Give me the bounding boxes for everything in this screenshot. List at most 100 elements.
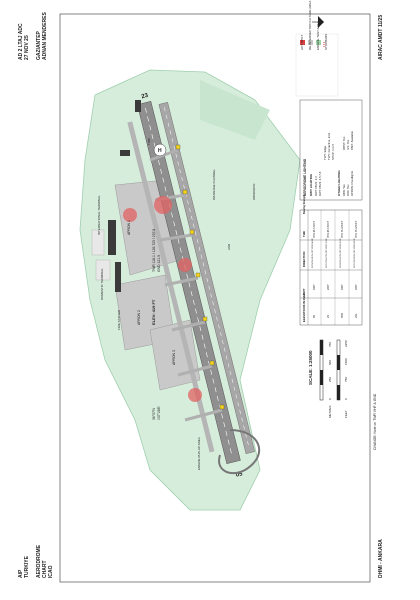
other-lighting-5: PAPI: Available xyxy=(350,131,354,150)
aerodrome-name: ADNAN MENDERES xyxy=(42,12,48,60)
table-cell-2-2: 36°56'55.15"N 037°28'05.10"E xyxy=(340,238,342,268)
legend-item-2: ENGINE TEST AREA xyxy=(316,21,320,50)
legend-item-1: RE-INTERSECTION FUTURE AREA xyxy=(308,1,312,50)
other-lighting-2: APRON: Floodlights xyxy=(350,170,354,196)
twr-label: TWR xyxy=(147,137,151,145)
table-cell-0-2: 36°56'56.81"N 037°28'03.44"E xyxy=(312,238,314,268)
table-cell-2-0: 05R xyxy=(340,313,344,318)
legend-item-3: STOPBARS xyxy=(324,34,328,50)
intl-terminal-building xyxy=(108,220,116,255)
ad-ref-label: AD 2 LTAJ ADC xyxy=(18,23,24,60)
scale-m-2: 500 xyxy=(328,360,332,365)
table-cell-2-3: PCN 75 R/B/X/T xyxy=(341,220,344,238)
table-header-3: Bearing Strength xyxy=(303,194,306,214)
hotspot-3 xyxy=(178,258,192,272)
domestic-terminal-label: DOMESTIC TERMINAL xyxy=(100,268,104,300)
legend-swatch-hotspot xyxy=(300,40,305,45)
footer-left: DHMI - ANKARA xyxy=(378,539,384,578)
access-road xyxy=(218,429,261,475)
domestic-terminal-building xyxy=(115,262,121,292)
grass-patch xyxy=(200,80,270,140)
rwy-23-label: 23 xyxy=(141,93,150,101)
table-header-1: DIRECTION xyxy=(302,252,306,267)
buildings xyxy=(108,100,141,292)
table-cell-1-3: PCN 65 F/B/X/T xyxy=(327,220,330,238)
other-lighting-0: ABN: Yes xyxy=(342,184,346,196)
table-cell-3-0: 23L xyxy=(354,313,358,318)
runway2-centerline xyxy=(163,107,250,449)
scale-m-1: 250 xyxy=(328,377,332,382)
scale-ft-0: 0 xyxy=(344,398,348,400)
country-label: TURKIYE xyxy=(24,555,30,578)
hangar-building xyxy=(120,150,130,156)
hotspot-1 xyxy=(123,208,137,222)
windsock-label: WINDSOCK xyxy=(252,184,256,201)
north-arrow-icon xyxy=(312,16,324,28)
table-cell-1-0: 23 xyxy=(326,314,330,318)
drainage-label: DRAINAGE CHANNEL xyxy=(212,169,216,200)
scale-ft-1: 750 xyxy=(344,377,348,382)
chart-title-3: ICAO xyxy=(48,565,54,578)
scale-m-3: 750 xyxy=(328,342,332,347)
scale-feet-label: FEET xyxy=(344,410,348,418)
gnd-frequency: GND 121.9 xyxy=(157,255,161,272)
table-cell-0-1: 049° xyxy=(312,284,316,290)
table-cell-3-1: 229° xyxy=(354,284,358,290)
table-cell-0-0: 05 xyxy=(312,314,316,318)
apron1-label: APRON 1 xyxy=(127,220,131,235)
chart-title-1: AERODROME xyxy=(36,544,42,578)
lighting-title: AERODROME LIGHTING xyxy=(303,158,307,196)
hotspots xyxy=(123,196,202,402)
other-lighting-4: ILS: Yes xyxy=(346,139,350,150)
aip-label: AIP xyxy=(18,569,24,578)
lighting-block: AERODROME LIGHTING RWY LIGHTING RWY 05/2… xyxy=(299,99,363,201)
right-footer: DHMI - ANKARA AIRAC AMDT 11/25 CHANGE: N… xyxy=(373,15,384,578)
elevation-text: ELEV: 419 FT xyxy=(151,299,156,325)
other-lighting-title: OTHER LIGHTING xyxy=(337,170,341,196)
scale-ft-2: 1500 xyxy=(344,358,348,365)
legend-item-0: HOT SPOT xyxy=(300,35,304,50)
apron2-label: APRON 2 xyxy=(137,310,141,325)
info-strip: ELEV: 419 FT 36°57'N 037°28'E TWR 118.1 … xyxy=(151,229,161,420)
table-cell-0-3: PCN 65 F/B/X/T xyxy=(313,220,316,238)
heliport xyxy=(153,143,167,157)
apron-building xyxy=(135,100,141,112)
rwy-lighting-1: RWY 05/23: 4,5,7,8 xyxy=(318,171,322,196)
table-header-0: RWY xyxy=(302,288,306,295)
scale-m-0: 0 xyxy=(328,398,332,400)
table-cell-1-1: 229° xyxy=(326,284,330,290)
hotspot-2 xyxy=(154,196,172,214)
effective-date: 27 NOV 25 xyxy=(24,35,30,60)
left-header: AIP TURKIYE AERODROME CHART ICAO AD 2 LT… xyxy=(18,12,54,578)
parking-blocks xyxy=(91,229,111,281)
table-cell-1-2: 36°57'30.12"N 037°28'57.24"E xyxy=(326,238,328,268)
table-cell-3-3: PCN 75 R/B/X/T xyxy=(355,220,358,238)
runway-centerline xyxy=(145,107,233,458)
scale-ft-3: 2250 xyxy=(344,340,348,347)
rwy-lighting-0: RWY 05/23: 2,3 xyxy=(314,176,318,196)
intl-terminal-label: INTERNATIONAL TERMINAL xyxy=(97,195,101,235)
table-cell-3-2: 36°57'28.60"N 037°28'59.05"E xyxy=(354,238,356,268)
chart-title-2: CHART xyxy=(42,561,48,579)
twr-frequency: TWR 118.1 / 126.725 / 257.8 xyxy=(152,229,156,272)
fire-station-label: FIRE STATION xyxy=(117,310,121,330)
aerodrome-layout: 05 23 xyxy=(79,69,301,511)
city-label: GAZIANTEP xyxy=(36,30,42,60)
table-header-2: THR xyxy=(302,231,306,237)
rwy-05-label: 05 xyxy=(235,471,244,479)
scale-bar: SCALE: 1:25000 0 250 500 750 METRES 0 75… xyxy=(308,339,348,418)
twy-lighting-0: TWY: Edge xyxy=(323,145,327,160)
table-cell-2-1: 049° xyxy=(340,284,344,290)
other-lighting-3: OBST: Yes xyxy=(342,136,346,150)
coord-lat: 36°57'N xyxy=(152,407,156,420)
heliport-label: H xyxy=(158,148,162,154)
table-title: ELEVATIONS IN FEET xyxy=(302,293,306,322)
engine-run-label: ENGINE RUN-UP AREA xyxy=(197,437,201,470)
footer-change-note: CHANGE: Note on TWR VHF & GND xyxy=(373,393,377,450)
twy-lighting-2: STOP: 1 to 5 xyxy=(331,143,335,160)
twy-lighting-1: TWY: Centerline, End xyxy=(327,133,331,160)
scale-label: SCALE: 1:25000 xyxy=(308,350,313,385)
legend-swatch-engine-test xyxy=(316,40,321,45)
